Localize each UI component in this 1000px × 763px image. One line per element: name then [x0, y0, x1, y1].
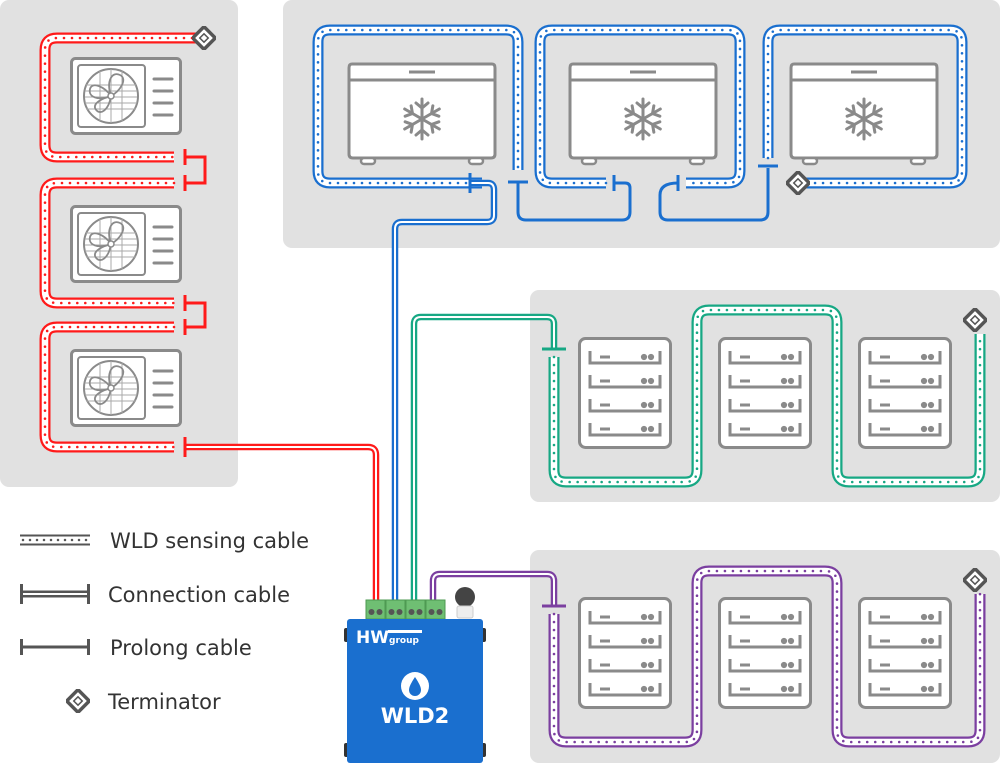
cables [39, 24, 987, 748]
legend-label-prolong-cable: Prolong cable [110, 636, 252, 660]
prolong-cable [658, 168, 770, 222]
connection-cable-icon [20, 584, 90, 604]
server-rack-icon [720, 339, 811, 448]
connection-cable [391, 179, 498, 600]
sensing-cable [39, 32, 202, 163]
antenna-knob [455, 587, 475, 607]
terminal-block [365, 599, 386, 620]
wld2-device[interactable]: HW group WLD2 [344, 587, 486, 763]
legend-label-terminator: Terminator [107, 690, 221, 714]
water-drop-icon [409, 677, 421, 696]
prolong-cable [185, 301, 207, 329]
connection-cable [410, 313, 558, 600]
ac-unit-icon [70, 349, 182, 427]
sensing-cable [548, 304, 986, 488]
server-rack-icon [860, 339, 951, 448]
server-rack-icon [720, 599, 811, 708]
freezer-icon [791, 64, 937, 164]
server-rack-icon [580, 599, 671, 708]
sensing-cable [762, 24, 968, 189]
terminal-block [405, 599, 426, 620]
brand-logo-hw: HW [356, 628, 389, 648]
freezer-icon [349, 64, 495, 164]
prolong-cable-icon [20, 639, 90, 655]
terminal-blocks [365, 599, 446, 620]
legend-label-sensing-cable: WLD sensing cable [110, 529, 309, 553]
brand-logo-bar [388, 630, 422, 633]
sensing-cable [312, 24, 524, 189]
prolong-cable [185, 155, 207, 185]
terminal-block [425, 599, 446, 620]
legend: WLD sensing cable Connection cable Prolo… [20, 529, 309, 714]
server-rack-icon [860, 599, 951, 708]
cable-gland [456, 605, 474, 619]
brand-logo-group: group [389, 636, 419, 646]
connection-cable [185, 443, 380, 600]
legend-label-connection-cable: Connection cable [108, 583, 290, 607]
terminator-icon [66, 689, 90, 713]
terminal-block [385, 599, 406, 620]
sensing-cable [548, 565, 986, 748]
sensing-cable [534, 24, 746, 189]
freezer-icon [570, 64, 716, 164]
connection-cable [429, 570, 558, 606]
device-model: WLD2 [381, 704, 450, 728]
prolong-cable [516, 181, 632, 222]
sensing-cable [39, 177, 176, 309]
ac-unit-icon [70, 205, 182, 283]
sensing-cable [39, 321, 176, 453]
ac-unit-icon [70, 57, 182, 135]
server-rack-icon [580, 339, 671, 448]
